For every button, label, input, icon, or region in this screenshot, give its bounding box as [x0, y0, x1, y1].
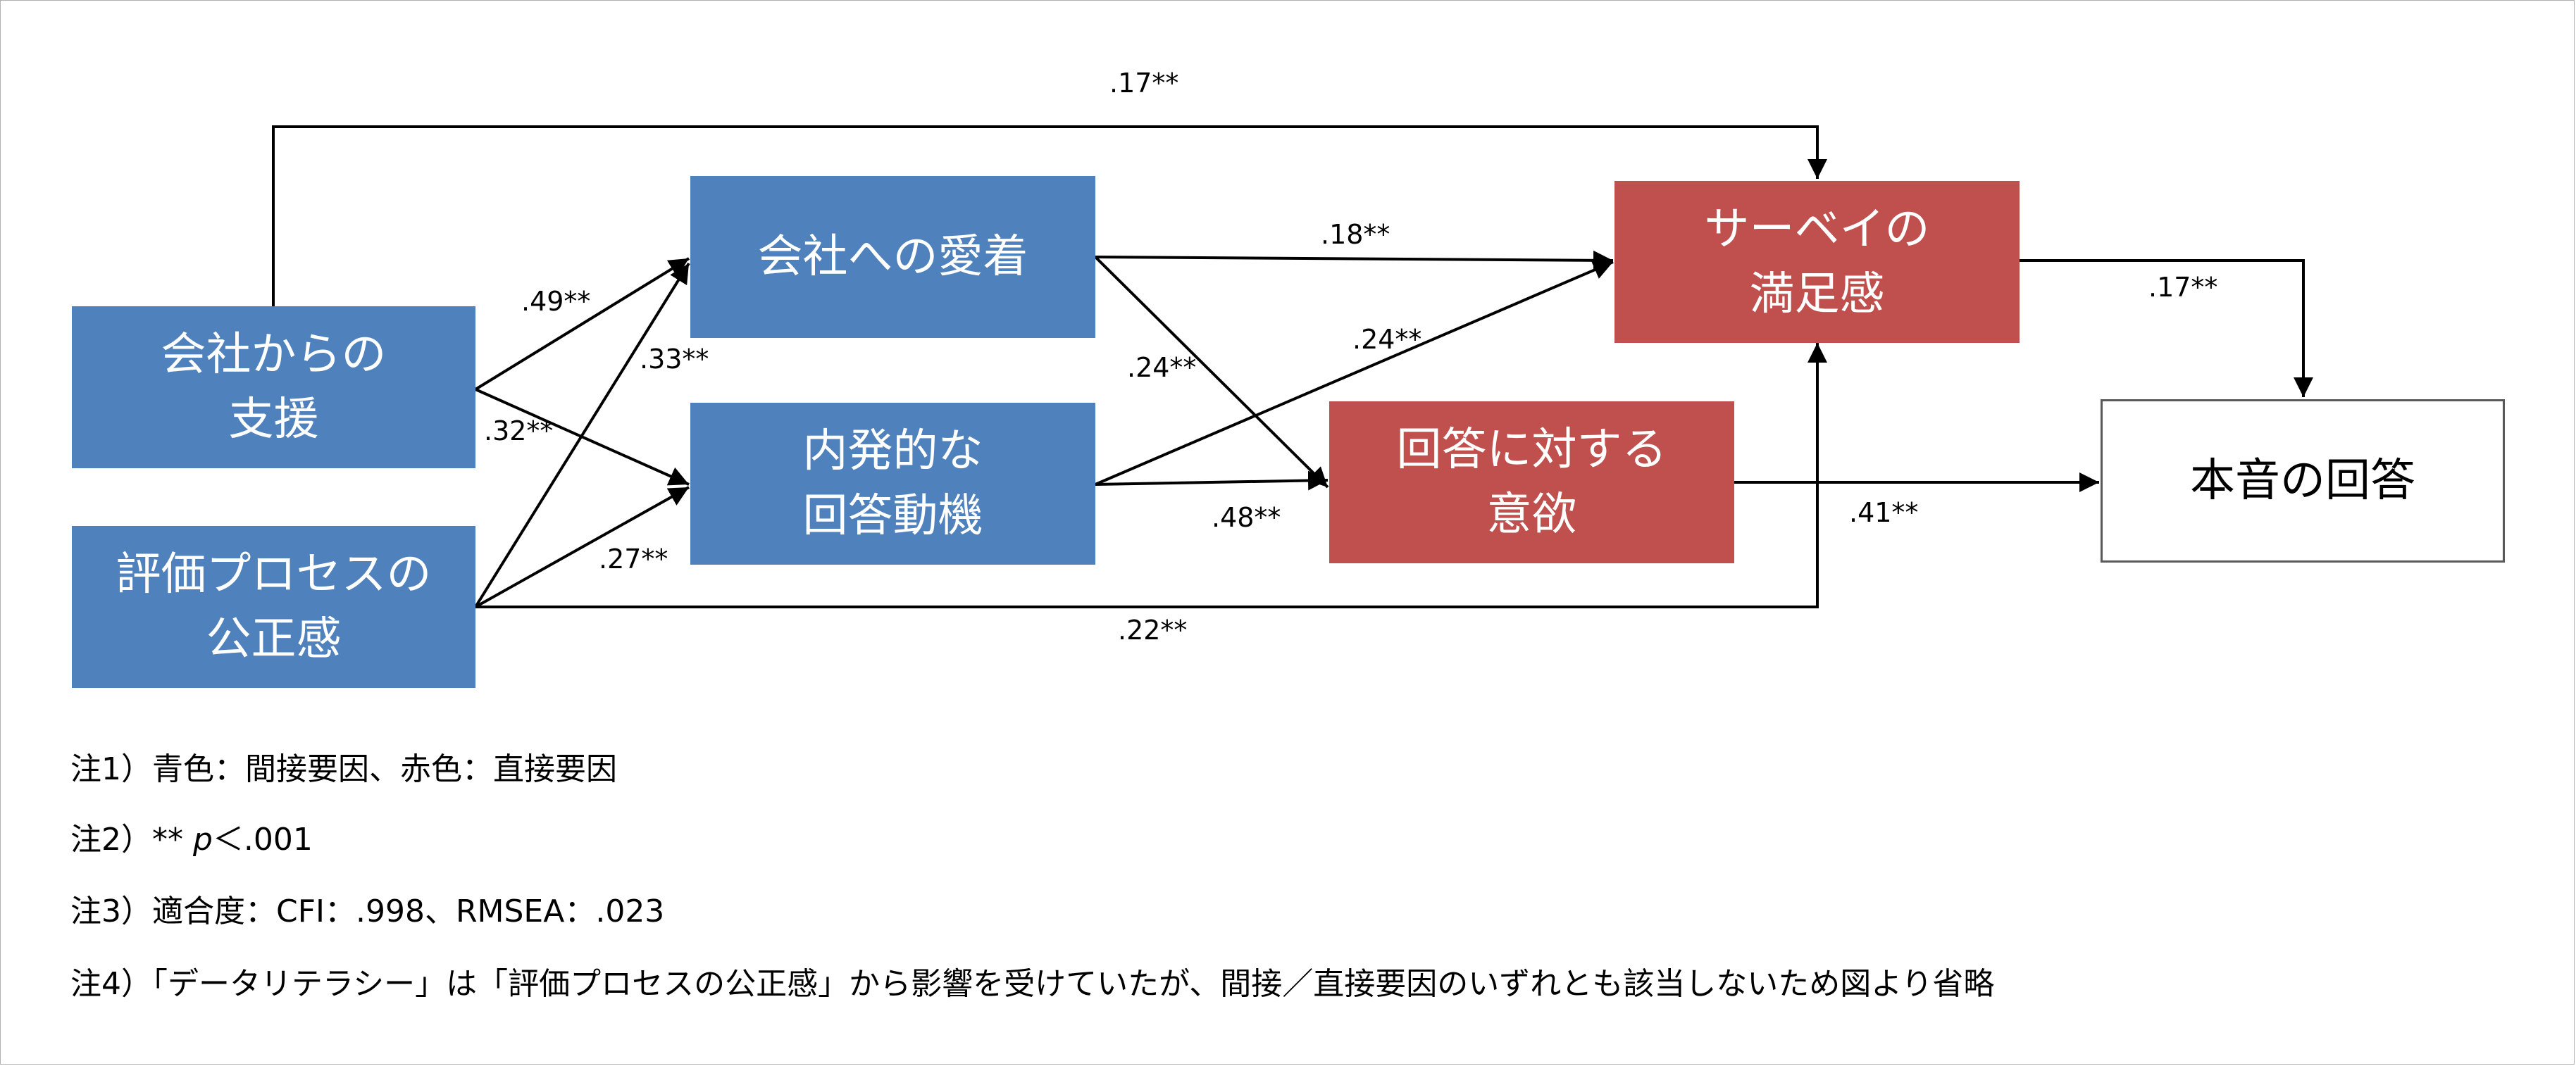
- coef-answer-to-honest: .41**: [1849, 497, 1919, 528]
- edge-support-to-attachment: [474, 257, 690, 391]
- edge-attachment-to-satisfaction: [1095, 250, 1614, 270]
- coef-attachment-to-satisfaction: .18**: [1321, 219, 1390, 250]
- coef-attachment-to-answer: .24**: [1127, 352, 1197, 383]
- edge-support-to-satisfaction: [272, 125, 1827, 306]
- edge-satisfaction-to-honest: [2020, 259, 2313, 397]
- edge-attachment-to-answer: [1094, 256, 1329, 489]
- node-intrinsic-motivation: 内発的な 回答動機: [690, 403, 1095, 565]
- coef-fairness-to-attachment: .33**: [640, 344, 709, 375]
- note-2: 注2）** p＜.001: [70, 822, 313, 858]
- coef-intrinsic-to-answer: .48**: [1212, 502, 1281, 533]
- note-2-p-symbol: p: [192, 822, 213, 858]
- node-honest-answer: 本音の回答: [2101, 399, 2505, 563]
- node-answer-motivation: 回答に対する 意欲: [1329, 401, 1734, 563]
- node-fairness: 評価プロセスの 公正感: [72, 526, 475, 688]
- note-1: 注1）青色：間接要因、赤色：直接要因: [70, 751, 617, 787]
- coef-support-to-intrinsic: .32**: [484, 415, 554, 446]
- coef-support-to-attachment: .49**: [521, 286, 591, 317]
- coef-satisfaction-to-honest: .17**: [2148, 272, 2218, 303]
- coef-fairness-to-satisfaction: .22**: [1118, 615, 1188, 646]
- coef-support-to-satisfaction: .17**: [1109, 68, 1179, 99]
- coef-fairness-to-intrinsic: .27**: [599, 544, 668, 575]
- note-4: 注4）「データリテラシー」は「評価プロセスの公正感」から影響を受けていたが、間接…: [70, 966, 1995, 1002]
- edge-fairness-to-satisfaction: [475, 343, 1827, 608]
- note-3: 注3）適合度：CFI：.998、RMSEA：.023: [70, 893, 665, 929]
- node-company-support: 会社からの 支援: [72, 306, 475, 468]
- edge-fairness-to-intrinsic: [475, 486, 690, 608]
- coef-intrinsic-to-satisfaction: .24**: [1352, 324, 1422, 355]
- edge-fairness-to-attachment: [474, 262, 690, 608]
- edge-intrinsic-to-answer: [1095, 470, 1329, 491]
- node-survey-satisfaction: サーベイの 満足感: [1614, 181, 2020, 343]
- edge-intrinsic-to-satisfaction: [1095, 261, 1614, 486]
- note-2-prefix: 注2）**: [70, 822, 193, 858]
- node-attachment: 会社への愛着: [690, 176, 1095, 338]
- note-2-suffix: ＜.001: [212, 822, 313, 858]
